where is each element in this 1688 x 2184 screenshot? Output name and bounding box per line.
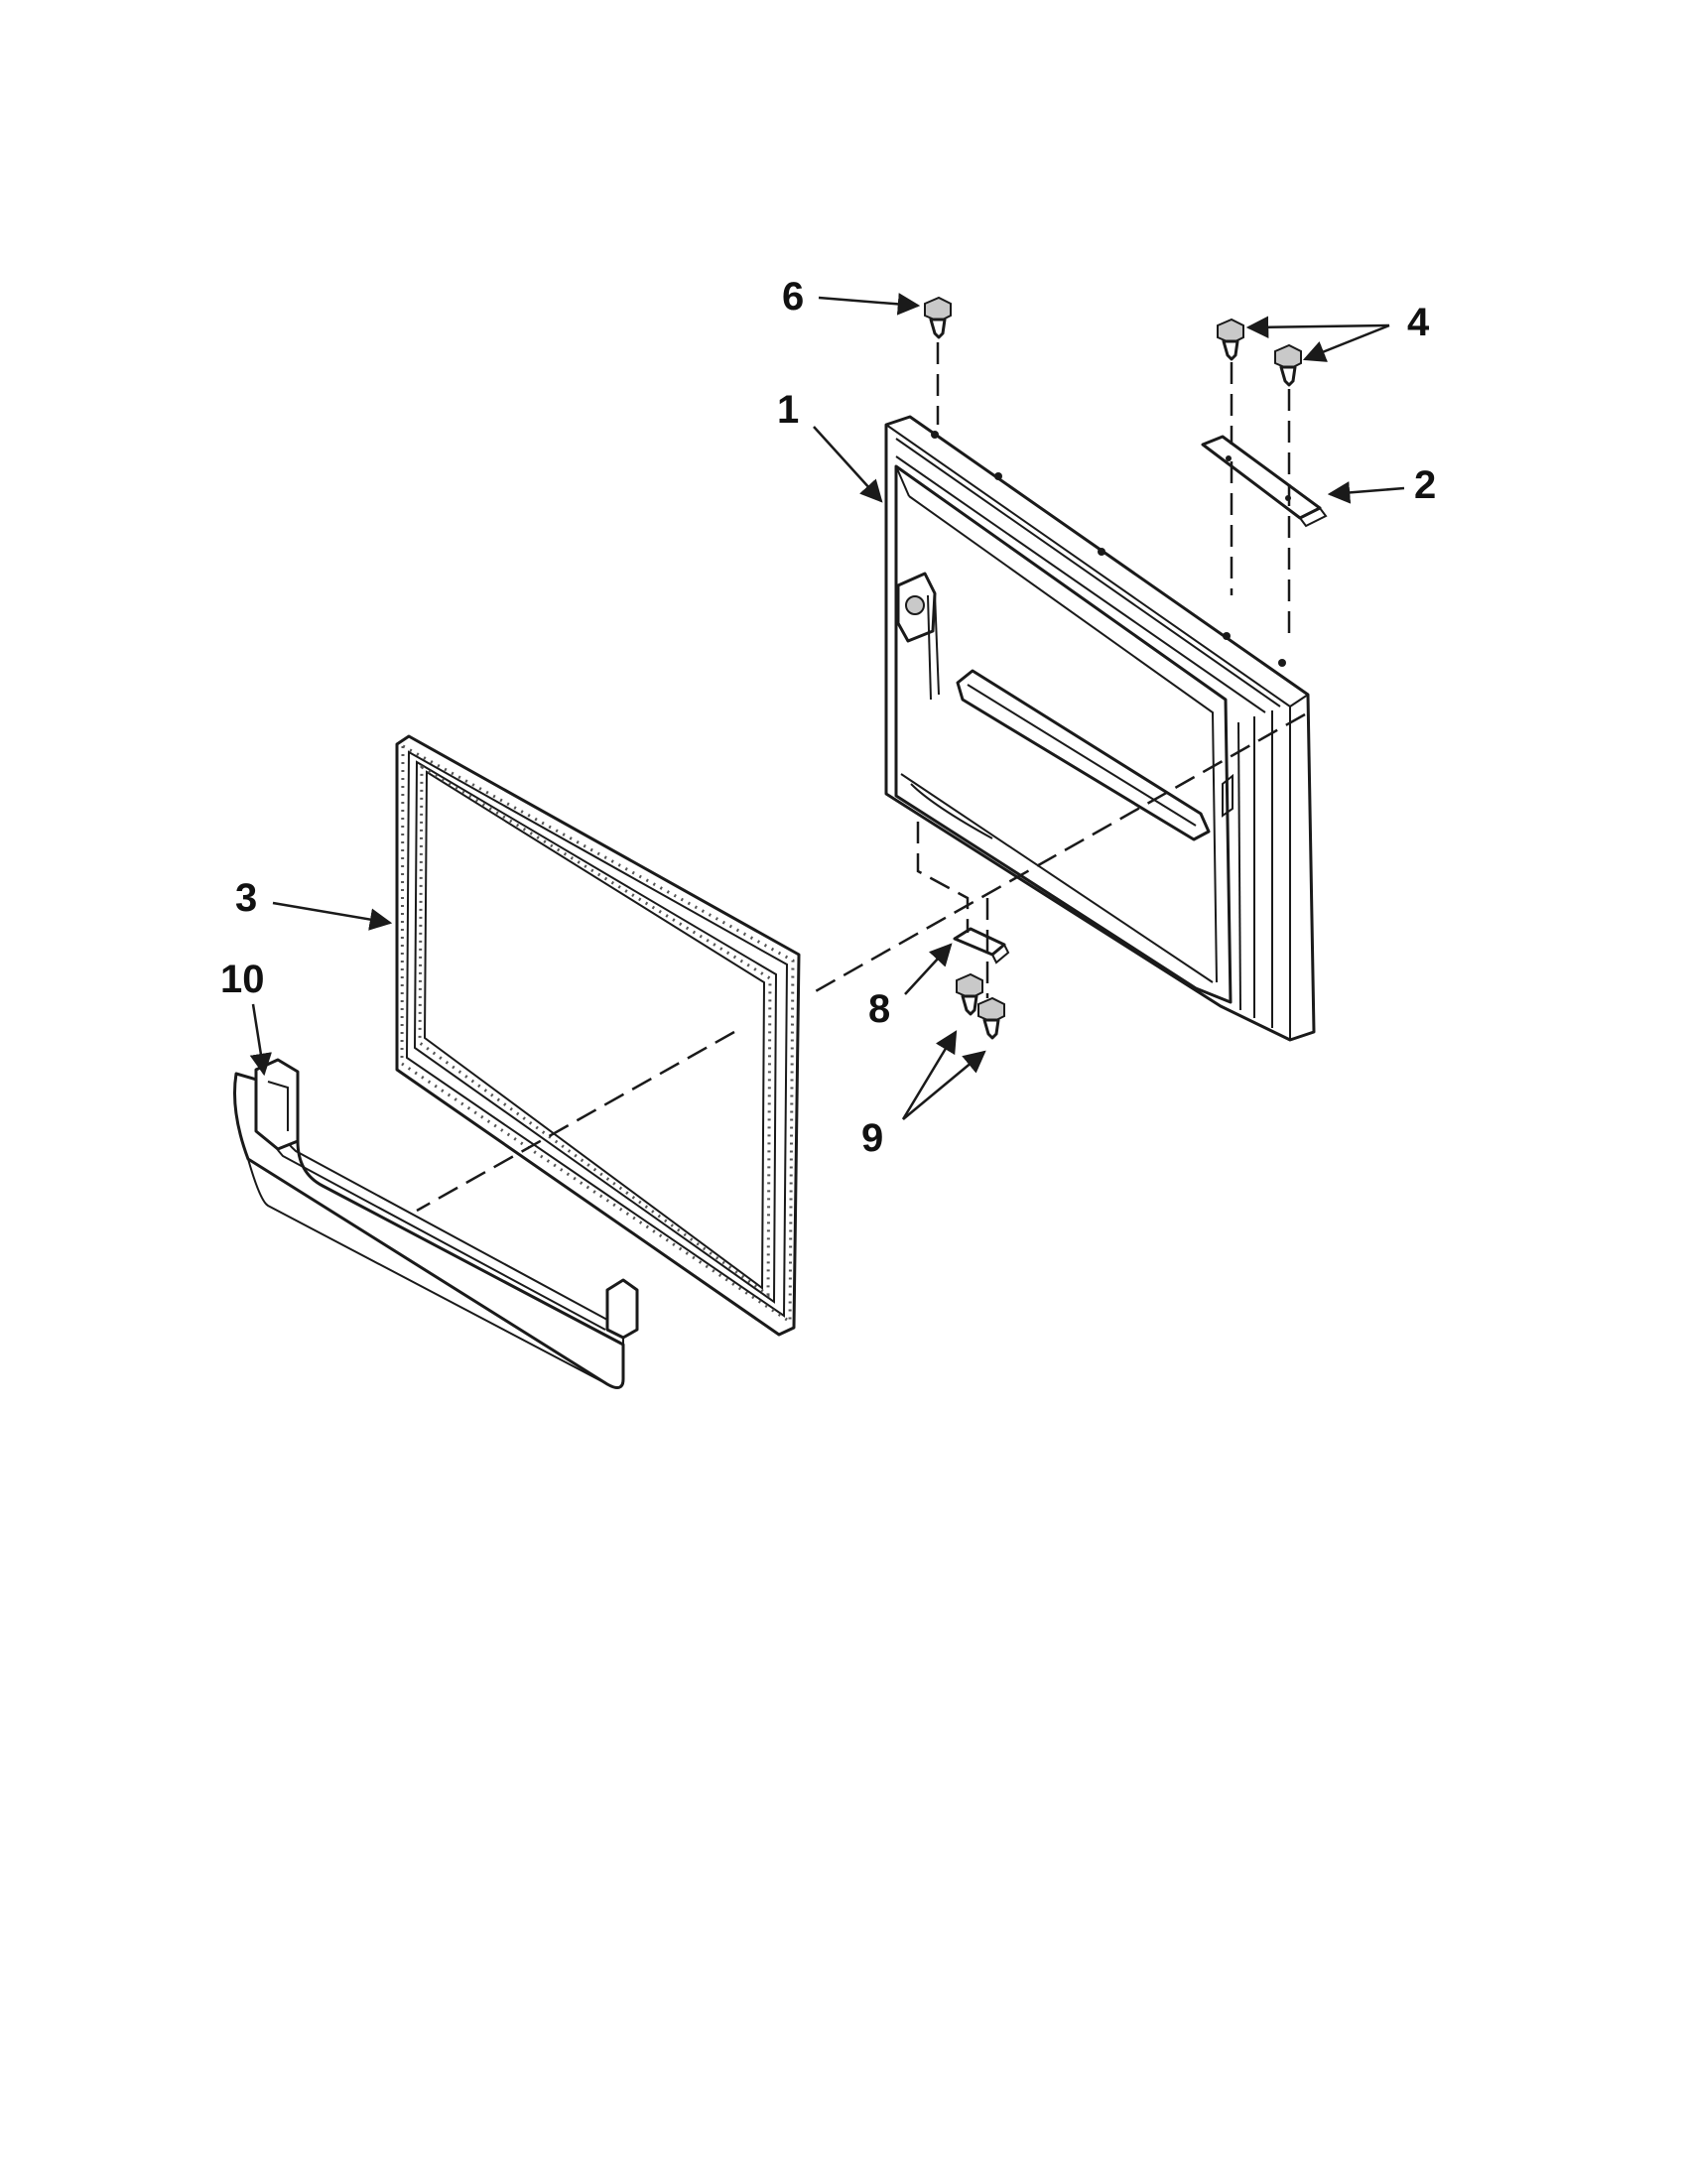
callout-label-2: 2 [1414, 463, 1436, 507]
door-gasket-part-3 [395, 734, 801, 1337]
door-panel-part-1 [884, 415, 1316, 1042]
callout-label-1: 1 [777, 388, 799, 432]
callout-label-9: 9 [861, 1116, 883, 1160]
door-stop-bracket-part-8 [953, 927, 1010, 964]
callout-label-3: 3 [235, 876, 257, 920]
callout-label-8: 8 [868, 987, 890, 1031]
hinge-plate-part-2 [1201, 435, 1328, 528]
hinge-screws-part-4 [1217, 318, 1302, 387]
alignment-lines [416, 342, 1306, 1213]
door-bin-part-10 [233, 1058, 639, 1390]
callout-leaders [249, 293, 1405, 1120]
hinge-screw-part-6 [924, 296, 952, 339]
bracket-screws-part-9 [956, 972, 1005, 1040]
callout-label-10: 10 [220, 958, 265, 1001]
callout-label-4: 4 [1407, 301, 1430, 344]
callout-label-6: 6 [782, 275, 804, 319]
